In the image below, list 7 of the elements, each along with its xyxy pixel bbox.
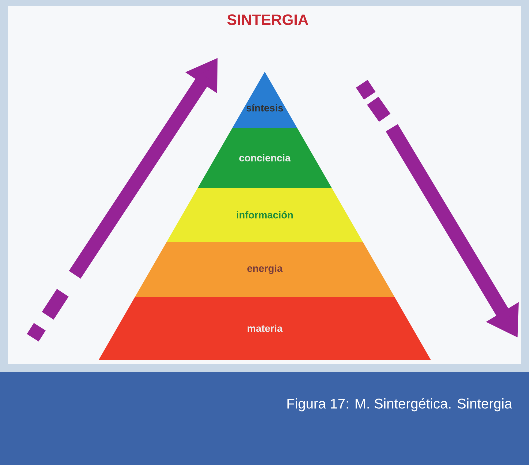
pyramid-level: conciencia: [198, 128, 332, 188]
pyramid-level: materia: [99, 297, 431, 360]
title: SINTERGIA: [228, 14, 308, 26]
pyramid-level: información: [167, 188, 363, 242]
pyramid-level: energia: [135, 242, 395, 297]
caption: Figura 17: M. Sintergética. Sintergia: [288, 398, 512, 412]
pyramid-level: síntesis: [232, 72, 298, 128]
